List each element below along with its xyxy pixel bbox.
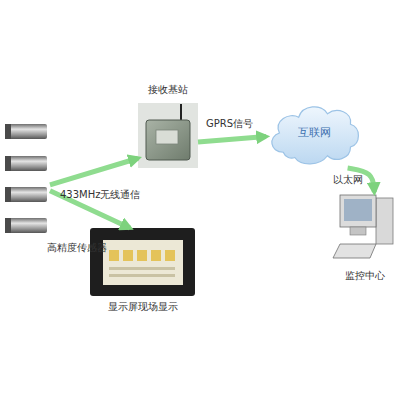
screen-tile xyxy=(109,250,119,261)
edge-label: GPRS信号 xyxy=(206,118,253,130)
pc-stand xyxy=(350,227,366,235)
base-station: 接收基站 xyxy=(138,103,198,168)
sensor-icons xyxy=(5,124,47,233)
sensor-cap xyxy=(5,218,11,233)
sensor-icon xyxy=(5,124,47,139)
display-screen: 显示屏现场显示 xyxy=(90,228,195,296)
node-label: 互联网 xyxy=(266,127,362,139)
display-screen xyxy=(103,240,183,285)
screen-tile xyxy=(151,250,161,261)
monitoring-center: 监控中心 xyxy=(334,192,396,260)
sensor-group: 高精度传感器 xyxy=(3,120,50,238)
base-station-icon xyxy=(138,103,198,168)
screen-bar xyxy=(109,267,175,270)
node-label: 显示屏现场显示 xyxy=(90,301,195,313)
device-plate xyxy=(156,130,178,144)
pc-screen xyxy=(344,199,372,221)
internet-cloud: 互联网 xyxy=(266,98,362,168)
display-icon xyxy=(90,228,195,296)
photo-background xyxy=(138,103,198,168)
screen-tile xyxy=(165,250,175,261)
screen-tile xyxy=(137,250,147,261)
edge-label: 以太网 xyxy=(333,174,363,186)
sensor-icon xyxy=(5,187,47,202)
sensor-cap xyxy=(5,156,11,171)
edge-label: 433MHz无线通信 xyxy=(60,189,140,201)
computer-icon xyxy=(333,195,393,258)
sensor-icon xyxy=(5,156,47,171)
pc-keyboard xyxy=(333,244,376,258)
screen-tile xyxy=(123,250,133,261)
sensor-cap xyxy=(5,187,11,202)
sensor-cap xyxy=(5,124,11,139)
screen-bar xyxy=(109,274,175,277)
pc-tower xyxy=(376,198,393,244)
node-label: 高精度传感器 xyxy=(47,242,107,254)
signal-arrow xyxy=(50,158,138,185)
device-case xyxy=(146,120,190,160)
display-frame xyxy=(90,228,195,296)
node-label: 监控中心 xyxy=(334,270,396,282)
node-label: 接收基站 xyxy=(128,84,208,96)
antenna xyxy=(180,104,182,120)
pc-monitor xyxy=(340,195,376,227)
signal-arrow xyxy=(198,137,266,143)
sensor-icon xyxy=(5,218,47,233)
